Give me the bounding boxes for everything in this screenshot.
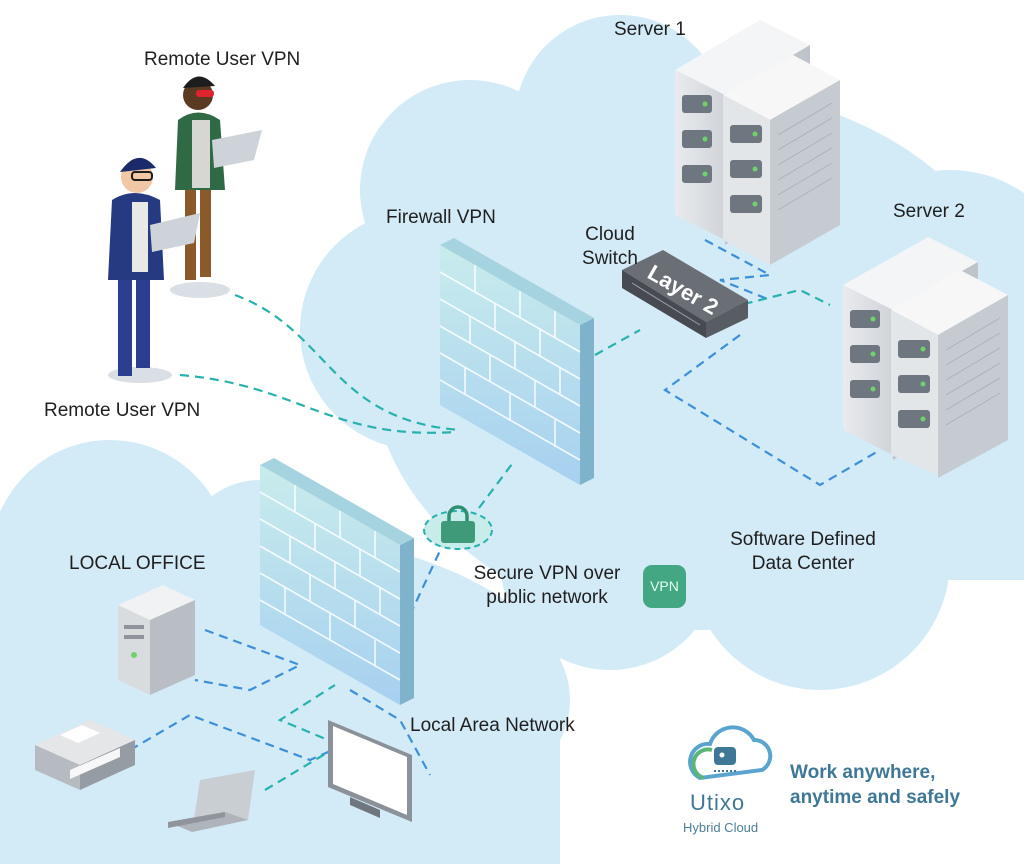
link-lan-laptop — [264, 684, 343, 791]
remote-user-standing — [170, 76, 262, 298]
link-switch-server1 — [704, 239, 774, 302]
link-lan-monitor — [349, 689, 431, 776]
secure-vpn-label-line2: public network — [486, 587, 608, 608]
link-firewall-switch — [594, 329, 641, 356]
desktop-pc — [118, 585, 195, 695]
cloud-switch-label-line2: Switch — [582, 248, 638, 269]
remote-user-bottom-label: Remote User VPN — [44, 400, 201, 421]
link-lan-printer — [129, 713, 356, 762]
brand-tagline-line1: Work anywhere, — [790, 762, 936, 783]
remote-user-top-label: Remote User VPN — [144, 49, 301, 70]
server-1 — [675, 20, 840, 265]
link-vpn-lock — [409, 539, 446, 616]
cloud-switch: Layer 2 — [622, 250, 748, 338]
server-2 — [843, 237, 1008, 478]
printer — [35, 720, 135, 790]
secure-vpn-label: Secure VPN over public network — [455, 562, 639, 610]
sddc-label-line2: Data Center — [751, 553, 855, 574]
brand-tagline: Work anywhere, anytime and safely — [790, 760, 960, 810]
padlock-icon — [423, 505, 493, 550]
secure-vpn-label-line1: Secure VPN over — [473, 563, 621, 584]
brand-tagline-line2: anytime and safely — [790, 787, 961, 808]
link-lock-firewall — [469, 459, 516, 521]
utixo-logo-icon — [688, 725, 773, 781]
cloud-switch-label: Cloud Switch — [568, 223, 652, 271]
local-office-firewall-wall — [259, 458, 414, 705]
link-dc-loop — [663, 334, 881, 487]
sddc-label: Software Defined Data Center — [698, 528, 908, 576]
link-remote-top — [234, 293, 461, 432]
firewall-vpn-wall — [439, 238, 594, 485]
vpn-badge: VPN — [643, 565, 686, 608]
brand-name: Utixo — [690, 790, 746, 815]
brand-subtitle: Hybrid Cloud — [683, 820, 759, 835]
server-2-label: Server 2 — [893, 201, 965, 222]
cloud-switch-label-line1: Cloud — [585, 224, 635, 245]
remote-user-walking — [108, 157, 200, 383]
server-1-label: Server 1 — [614, 19, 686, 40]
laptop — [168, 770, 255, 832]
lan-label: Local Area Network — [410, 715, 575, 736]
link-remote-bottom — [179, 373, 456, 434]
monitor — [328, 720, 412, 822]
local-office-label: LOCAL OFFICE — [69, 553, 206, 574]
link-lan-pc — [194, 628, 303, 692]
network-links — [129, 239, 881, 791]
sddc-label-line1: Software Defined — [730, 529, 876, 550]
firewall-vpn-label: Firewall VPN — [386, 207, 496, 228]
